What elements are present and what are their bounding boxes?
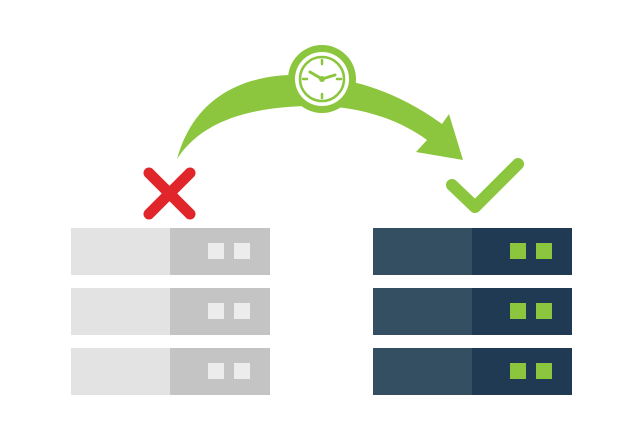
target-server-status-light — [510, 243, 526, 259]
clock-center — [319, 76, 325, 82]
source-server-status-light — [234, 243, 250, 259]
clock-ticks — [301, 58, 343, 100]
target-server-status-light — [536, 303, 552, 319]
source-server-unit-3 — [71, 348, 270, 395]
source-server-unit-2 — [71, 288, 270, 335]
target-server-status-light — [510, 363, 526, 379]
target-server-unit-2 — [373, 288, 572, 335]
arrow-body — [177, 74, 463, 160]
source-server-status-light — [234, 363, 250, 379]
source-server-status-light — [208, 243, 224, 259]
target-server-stack — [373, 228, 572, 395]
cross-icon — [143, 167, 196, 220]
target-server-unit-1 — [373, 228, 572, 275]
source-server-status-light — [208, 303, 224, 319]
source-server-stack — [71, 228, 270, 395]
clock-icon — [288, 45, 356, 113]
target-server-status-light — [536, 363, 552, 379]
target-server-unit-3 — [373, 348, 572, 395]
source-server-status-light — [234, 303, 250, 319]
curved-arrow-icon — [177, 74, 463, 160]
clock-inner-ring — [298, 55, 346, 103]
checkmark-icon — [446, 158, 524, 213]
source-server-status-light — [208, 363, 224, 379]
target-server-status-light — [536, 243, 552, 259]
source-server-unit-1 — [71, 228, 270, 275]
target-server-status-light — [510, 303, 526, 319]
